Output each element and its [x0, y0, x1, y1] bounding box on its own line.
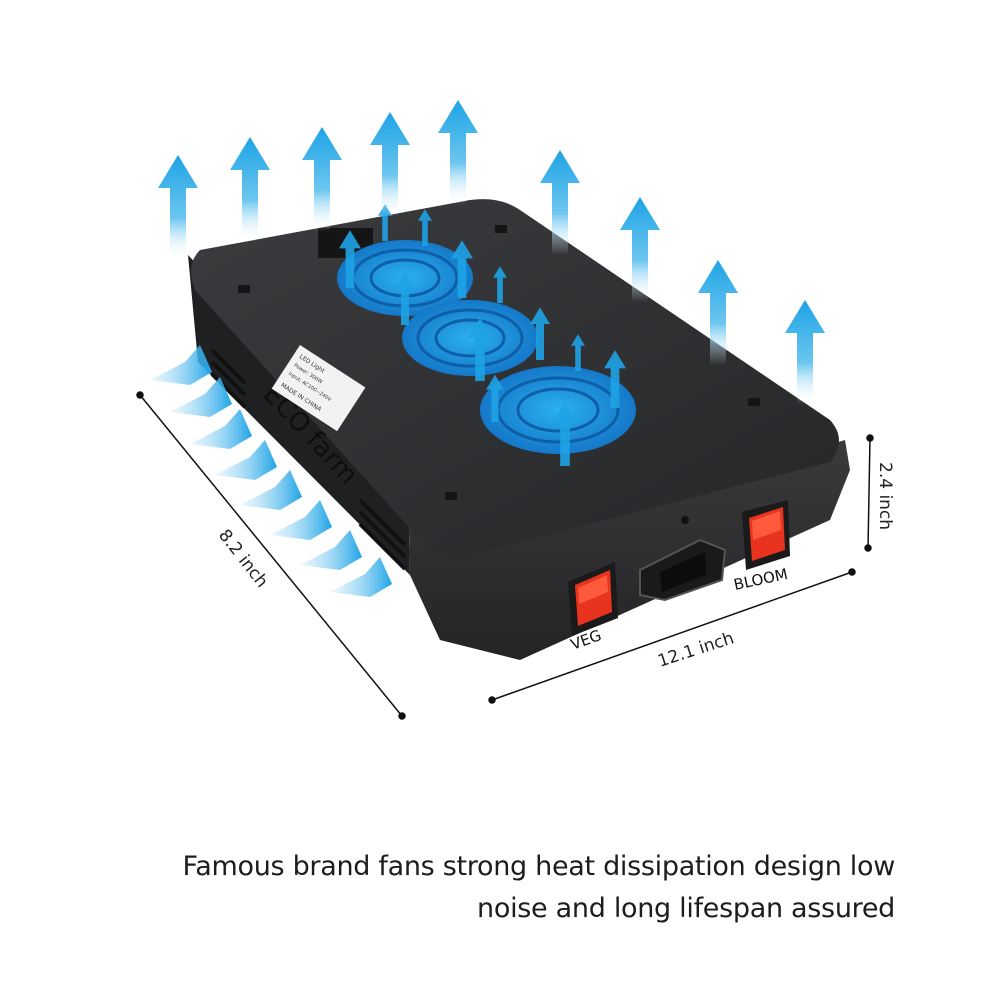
caption-line-2: noise and long lifespan assured — [477, 893, 895, 924]
veg-switch[interactable] — [568, 562, 618, 636]
caption: Famous brand fans strong heat dissipatio… — [135, 846, 896, 930]
caption-line-1: Famous brand fans strong heat dissipatio… — [182, 851, 896, 882]
side-vents — [210, 348, 407, 571]
dimension-lines — [136, 391, 874, 720]
height-dimension-label: 2.4 inch — [875, 462, 895, 530]
depth-dimension-label: 8.2 inch — [214, 526, 272, 592]
device-front-face — [408, 440, 850, 660]
power-inlet — [639, 516, 727, 602]
air-intake-arrows — [150, 345, 392, 597]
screw-tabs — [238, 225, 760, 500]
width-dimension-label: 12.1 inch — [655, 628, 736, 671]
bloom-switch-label: BLOOM — [732, 565, 789, 594]
bloom-switch[interactable] — [742, 500, 790, 570]
spec-sticker: LED Light Power: 300W Input: AC100~240V … — [271, 345, 366, 432]
fan-2 — [402, 300, 538, 376]
